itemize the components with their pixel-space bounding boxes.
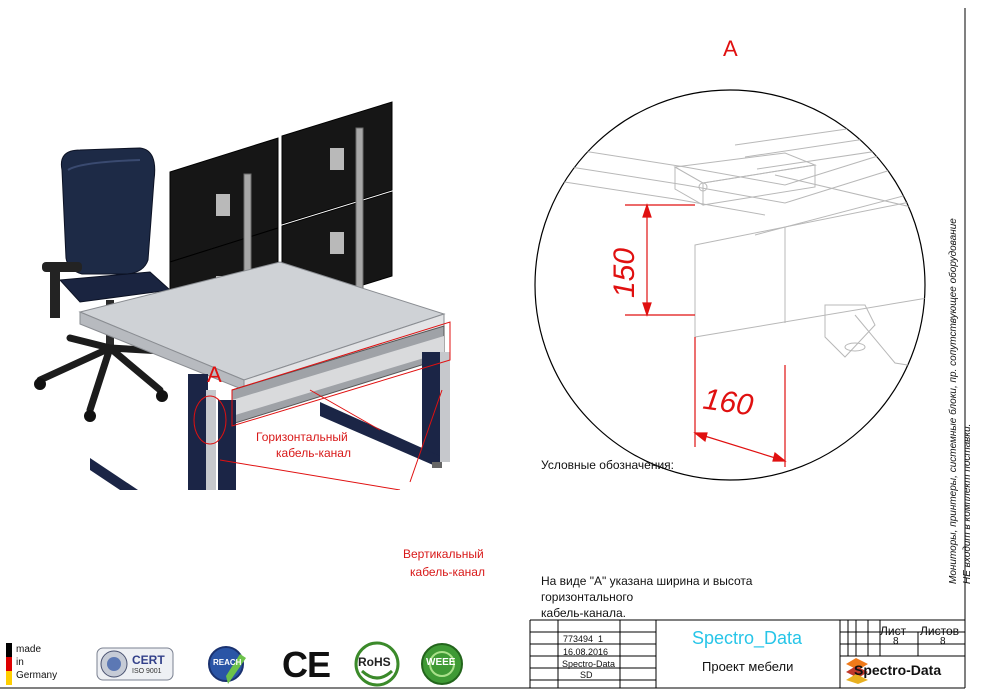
weee-text: WEEE xyxy=(426,657,456,668)
project-title: Проект мебели xyxy=(702,659,794,674)
rohs-badge: RoHS xyxy=(354,641,400,687)
view-letter-marker: A xyxy=(207,362,222,387)
legend-line2: кабель-канала. xyxy=(541,606,626,620)
ce-mark: CE xyxy=(282,644,331,685)
side-note-line2: НЕ входит в комплект поставки. xyxy=(962,423,973,584)
dimension-height: 150 xyxy=(608,247,641,298)
view-letter-detail: A xyxy=(723,36,738,61)
doc-number: 773494_1 xyxy=(563,634,604,644)
title-block-grid xyxy=(530,620,965,688)
reach-text: REACH xyxy=(213,658,242,667)
workstation-illustration xyxy=(34,101,451,490)
legend-heading: Условные обозначения: xyxy=(541,458,674,472)
label-vertical-line2: кабель-канал xyxy=(410,565,485,579)
rohs-text: RoHS xyxy=(358,655,391,669)
desk xyxy=(78,261,450,490)
sheet-label: Лист xyxy=(880,624,907,638)
label-horizontal-line2: кабель-канал xyxy=(276,446,351,460)
dimension-width: 160 xyxy=(701,382,756,423)
legend-body: На виде "А" указана ширина и высота гори… xyxy=(541,573,831,621)
company-short: Spectro-Data xyxy=(562,659,616,669)
side-note-second: НЕ входит в комплект поставки. xyxy=(962,204,982,584)
office-chair xyxy=(34,147,188,422)
made-in-germany-badge: made in Germany xyxy=(6,643,76,689)
cert-line2: ISO 9001 xyxy=(132,668,162,675)
doc-date: 16.08.2016 xyxy=(563,647,609,657)
weee-badge-icon xyxy=(421,643,463,685)
label-horizontal-line1: Горизонтальный xyxy=(256,430,348,444)
legend-line1: На виде "А" указана ширина и высота гори… xyxy=(541,574,753,604)
rohs-badge-icon xyxy=(354,641,400,687)
doc-code: SD xyxy=(580,670,593,680)
dimension-height-wrap: 150 xyxy=(608,228,650,298)
logo-text: Spectro-Data xyxy=(854,662,942,678)
label-vertical-line1: Вертикальный xyxy=(403,547,484,561)
made-in-line2: in xyxy=(16,657,24,668)
spectro-data-logo: Spectro-Data xyxy=(846,658,956,684)
made-in-line3: Germany xyxy=(16,670,58,681)
side-note-line1: Мониторы, принтеры, системные блоки, пр.… xyxy=(948,218,959,584)
reach-badge-icon xyxy=(208,646,246,684)
logo-mark-icon xyxy=(846,658,868,684)
sheets-label: Листов xyxy=(920,624,959,638)
sheet-value: 8 xyxy=(893,636,899,647)
sheets-value: 8 xyxy=(940,636,946,647)
dimension-lines xyxy=(625,203,787,467)
project-brand: Spectro_Data xyxy=(692,628,803,648)
cert-line1: CERT xyxy=(132,653,165,667)
made-in-line1: made xyxy=(16,644,42,655)
detail-view-a xyxy=(534,89,926,481)
iso-cert-badge: CERT ISO 9001 xyxy=(96,644,174,684)
annotation-marks xyxy=(193,321,451,490)
reach-badge: REACH xyxy=(206,644,250,686)
weee-badge: WEEE xyxy=(420,642,464,686)
cert-badge-icon xyxy=(96,647,174,681)
